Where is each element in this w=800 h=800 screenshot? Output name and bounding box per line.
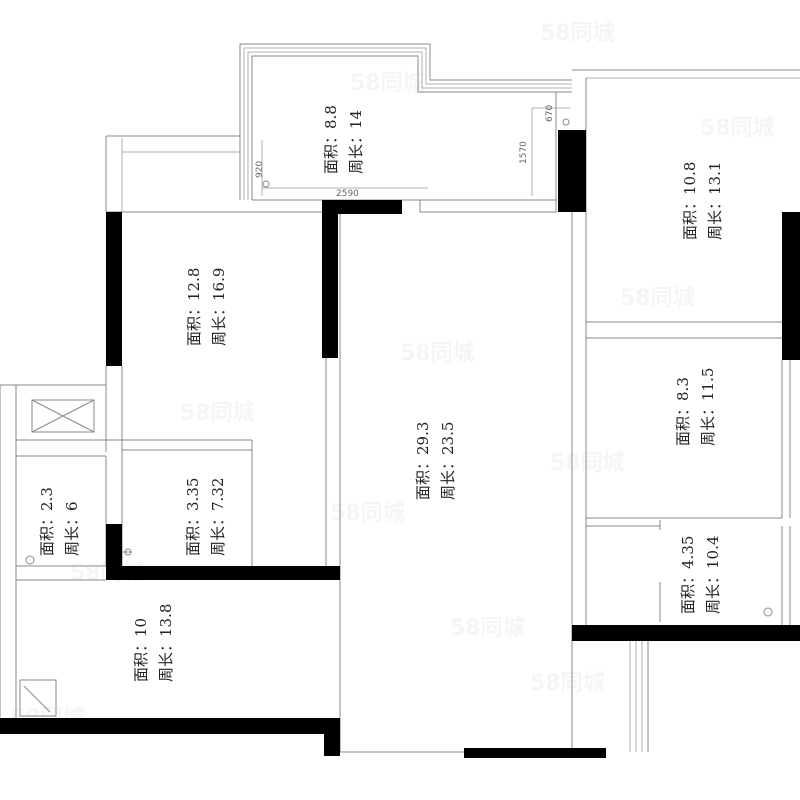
svg-text:面积：8.8: 面积：8.8 [322, 105, 340, 174]
wall-segment [106, 566, 340, 580]
outlet-symbol [763, 607, 773, 617]
svg-text:周长：10.4: 周长：10.4 [704, 536, 722, 614]
wall-segment [322, 200, 338, 358]
watermark: 58同城 [550, 450, 625, 476]
shaft-box [31, 399, 95, 433]
room-labels: 面积：8.8 周长：14 面积：10.8 周长：13.1 面积：12.8 周长：… [38, 105, 724, 682]
wall-segment [106, 212, 122, 366]
dimension-labels: 920 2590 1570 670 [255, 105, 555, 199]
outlet-symbol [124, 548, 132, 556]
watermark: 58同城 [450, 615, 525, 641]
room-label-bedroom-e: 面积：8.3 周长：11.5 [674, 368, 717, 446]
dimension-670: 670 [545, 105, 555, 122]
svg-text:周长：14: 周长：14 [347, 110, 365, 174]
room-label-living: 面积：29.3 周长：23.5 [414, 422, 457, 500]
watermark: 58同城 [620, 285, 695, 311]
window-line [419, 200, 556, 213]
svg-text:面积：10.8: 面积：10.8 [681, 162, 699, 240]
svg-text:面积：3.35: 面积：3.35 [184, 478, 202, 556]
wall-segment [324, 718, 340, 756]
room-label-balcony: 面积：8.8 周长：14 [322, 105, 365, 174]
wall-segment [464, 748, 606, 758]
room-label-bath-e: 面积：4.35 周长：10.4 [679, 536, 722, 614]
dimension-920: 920 [255, 161, 265, 178]
dimension-1570: 1570 [519, 141, 529, 164]
svg-text:面积：2.3: 面积：2.3 [38, 487, 56, 556]
balcony-outline [243, 47, 572, 200]
watermarks: 58同城 58同城 58同城 58同城 58同城 58同城 58同城 58同城 … [10, 20, 775, 731]
outlet-symbol [25, 555, 35, 565]
wall-segment [0, 718, 340, 734]
svg-text:面积：8.3: 面积：8.3 [674, 377, 692, 446]
outlet-symbol [262, 180, 270, 188]
svg-text:面积：29.3: 面积：29.3 [414, 422, 432, 500]
room-label-bath: 面积：3.35 周长：7.32 [184, 478, 227, 556]
svg-text:周长：13.8: 周长：13.8 [157, 604, 175, 682]
watermark: 58同城 [530, 670, 605, 696]
room-label-bedroom-ne: 面积：10.8 周长：13.1 [681, 162, 724, 240]
watermark: 58同城 [700, 115, 775, 141]
thin-lines [0, 43, 800, 753]
wall-segment [322, 200, 402, 214]
svg-text:周长：16.9: 周长：16.9 [210, 268, 228, 346]
watermark: 58同城 [400, 340, 475, 366]
wall-segment [782, 212, 800, 360]
shaft-cross [31, 399, 95, 433]
balcony-outline [247, 51, 572, 200]
room-label-kitchen: 面积：10 周长：13.8 [132, 604, 175, 682]
watermark: 58同城 [330, 500, 405, 526]
room-label-small-w: 面积：2.3 周长：6 [38, 487, 81, 556]
kitchen-appliance [23, 685, 51, 713]
svg-text:面积：10: 面积：10 [132, 618, 150, 682]
svg-text:面积：4.35: 面积：4.35 [679, 536, 697, 614]
svg-text:周长：7.32: 周长：7.32 [209, 478, 227, 556]
svg-text:周长：23.5: 周长：23.5 [439, 422, 457, 500]
wall-segment [572, 625, 800, 641]
svg-text:周长：13.1: 周长：13.1 [706, 162, 724, 240]
watermark: 58同城 [540, 20, 615, 46]
room-label-bedroom-w: 面积：12.8 周长：16.9 [185, 268, 228, 346]
walls [0, 130, 800, 758]
wall-segment [558, 130, 586, 212]
watermark: 58同城 [180, 400, 255, 426]
outlet-symbol [562, 118, 570, 126]
svg-text:周长：6: 周长：6 [63, 501, 81, 556]
svg-text:周长：11.5: 周长：11.5 [699, 368, 717, 446]
dimension-2590: 2590 [336, 189, 359, 199]
balcony-outline [251, 55, 572, 200]
watermark: 58同城 [350, 70, 425, 96]
svg-text:面积：12.8: 面积：12.8 [185, 268, 203, 346]
balcony-outline [239, 43, 572, 200]
kitchen-appliance [19, 679, 57, 717]
